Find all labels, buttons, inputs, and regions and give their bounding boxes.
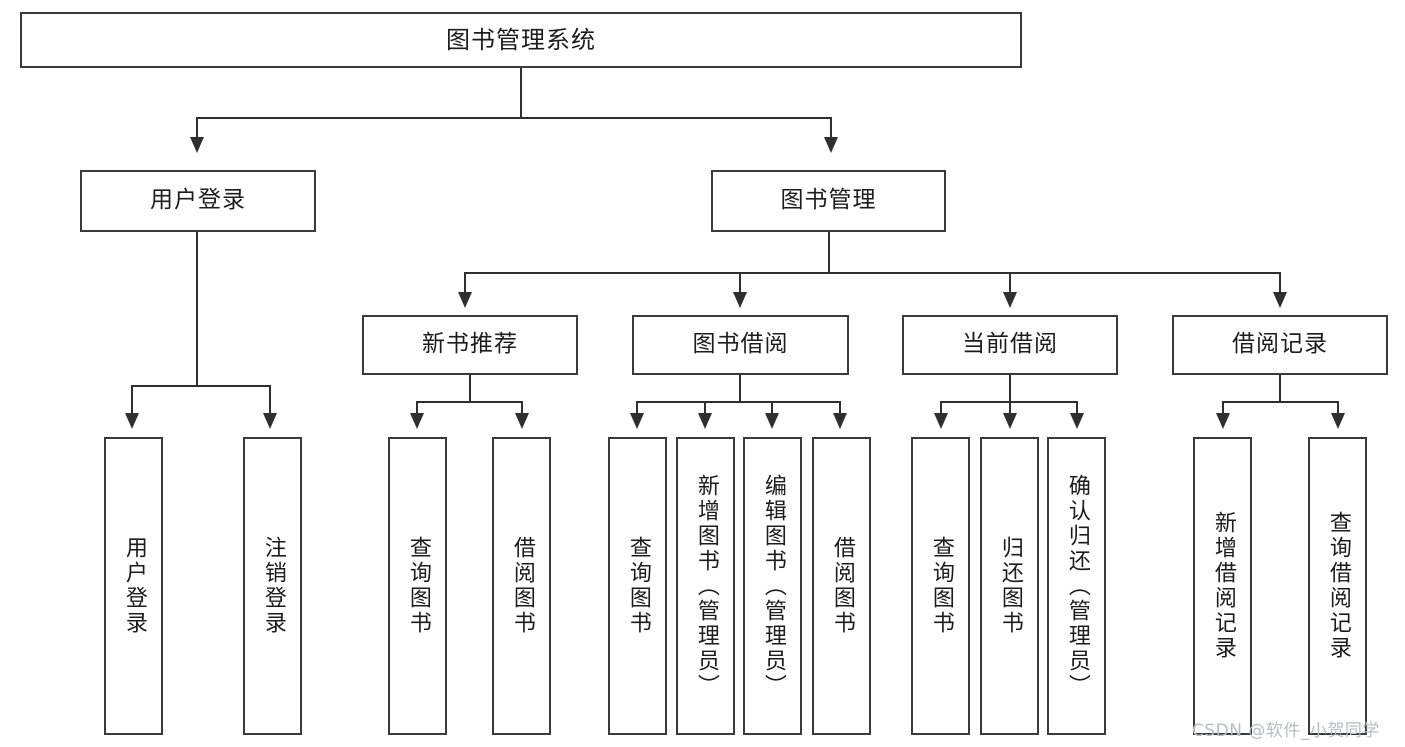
arrow-user-login-leaf-1	[125, 413, 139, 429]
connector-user-login-bus	[131, 385, 271, 388]
node-borrow-record[interactable]: 借阅记录	[1172, 315, 1388, 375]
arrow-to-borrow-record	[1273, 292, 1287, 308]
leaf-user-login-login[interactable]: 用户登录	[104, 437, 163, 735]
connector-borrow-record-leaf-1	[1222, 401, 1225, 415]
connector-book-borrow-leaf-4	[839, 401, 842, 415]
leaf-user-login-logout[interactable]: 注销登录	[243, 437, 302, 735]
arrow-book-borrow-leaf-1	[630, 413, 644, 429]
leaf-borrow-record-add[interactable]: 新增借阅记录	[1193, 437, 1252, 735]
connector-book-manage-stem	[828, 232, 831, 273]
leaf-current-borrow-query[interactable]: 查询图书	[911, 437, 970, 735]
connector-borrow-record-stem	[1279, 375, 1282, 403]
connector-to-book-borrow	[739, 272, 742, 294]
node-label: 图书管理系统	[446, 25, 596, 54]
leaf-current-borrow-return[interactable]: 归还图书	[980, 437, 1039, 735]
connector-borrow-record-leaf-2	[1337, 401, 1340, 415]
leaf-new-book-borrow[interactable]: 借阅图书	[492, 437, 551, 735]
arrow-new-book-leaf-2	[515, 413, 529, 429]
arrow-borrow-record-leaf-2	[1331, 413, 1345, 429]
connector-current-borrow-stem	[1009, 375, 1012, 403]
connector-to-user-login	[196, 117, 199, 139]
leaf-borrow-record-query[interactable]: 查询借阅记录	[1308, 437, 1367, 735]
arrow-book-borrow-leaf-3	[765, 413, 779, 429]
leaf-label: 编辑图书（管理员）	[760, 473, 786, 699]
connector-root-stem	[520, 68, 523, 118]
leaf-new-book-query[interactable]: 查询图书	[388, 437, 447, 735]
connector-book-borrow-leaf-1	[636, 401, 639, 415]
connector-current-borrow-bus	[940, 401, 1077, 404]
arrow-to-user-login	[190, 137, 204, 153]
leaf-label: 查询图书	[405, 536, 431, 636]
node-label: 图书管理	[780, 187, 877, 214]
arrow-to-current-borrow	[1003, 292, 1017, 308]
arrow-current-borrow-leaf-1	[934, 413, 948, 429]
leaf-book-borrow-edit[interactable]: 编辑图书（管理员）	[743, 437, 802, 735]
leaf-label: 查询借阅记录	[1325, 511, 1351, 661]
connector-book-borrow-leaf-3	[771, 401, 774, 415]
leaf-label: 用户登录	[121, 536, 147, 636]
leaf-label: 注销登录	[260, 536, 286, 636]
connector-new-book-leaf-1	[416, 401, 419, 415]
connector-current-borrow-leaf-2	[1009, 401, 1012, 415]
connector-to-borrow-record	[1279, 272, 1282, 294]
arrow-user-login-leaf-2	[263, 413, 277, 429]
leaf-label: 查询图书	[928, 536, 954, 636]
leaf-book-borrow-borrow[interactable]: 借阅图书	[812, 437, 871, 735]
arrow-borrow-record-leaf-1	[1216, 413, 1230, 429]
node-root-system[interactable]: 图书管理系统	[20, 12, 1022, 68]
node-book-management[interactable]: 图书管理	[711, 170, 946, 232]
node-label: 用户登录	[150, 187, 246, 214]
node-label: 借阅记录	[1232, 331, 1328, 358]
connector-book-borrow-stem	[739, 375, 742, 403]
node-label: 图书借阅	[692, 331, 789, 358]
connector-user-login-stem	[196, 232, 199, 387]
leaf-label: 借阅图书	[829, 536, 855, 636]
node-label: 新书推荐	[422, 331, 518, 358]
connector-to-book-manage	[830, 117, 833, 139]
connector-to-new-book	[464, 272, 467, 294]
connector-new-book-stem	[469, 375, 472, 403]
arrow-to-book-manage	[824, 137, 838, 153]
arrow-current-borrow-leaf-2	[1003, 413, 1017, 429]
node-label: 当前借阅	[962, 331, 1058, 358]
connector-current-borrow-leaf-3	[1076, 401, 1079, 415]
node-book-borrow[interactable]: 图书借阅	[632, 315, 849, 375]
connector-new-book-leaf-2	[521, 401, 524, 415]
connector-to-current-borrow	[1009, 272, 1012, 294]
leaf-label: 确认归还（管理员）	[1064, 473, 1090, 699]
node-new-book-recommend[interactable]: 新书推荐	[362, 315, 578, 375]
arrow-to-book-borrow	[733, 292, 747, 308]
leaf-label: 新增借阅记录	[1210, 511, 1236, 661]
leaf-book-borrow-query[interactable]: 查询图书	[608, 437, 667, 735]
arrow-book-borrow-leaf-2	[698, 413, 712, 429]
connector-level3-bus	[464, 272, 1280, 275]
leaf-label: 查询图书	[625, 536, 651, 636]
connector-book-borrow-leaf-2	[704, 401, 707, 415]
connector-current-borrow-leaf-1	[940, 401, 943, 415]
leaf-book-borrow-add[interactable]: 新增图书（管理员）	[676, 437, 735, 735]
arrow-book-borrow-leaf-4	[833, 413, 847, 429]
leaf-label: 归还图书	[997, 536, 1023, 636]
connector-user-login-leaf-1	[131, 385, 134, 415]
connector-user-login-leaf-2	[269, 385, 272, 415]
connector-new-book-bus	[416, 401, 523, 404]
leaf-current-borrow-confirm[interactable]: 确认归还（管理员）	[1047, 437, 1106, 735]
arrow-current-borrow-leaf-3	[1070, 413, 1084, 429]
connector-borrow-record-bus	[1222, 401, 1339, 404]
arrow-new-book-leaf-1	[410, 413, 424, 429]
node-user-login[interactable]: 用户登录	[80, 170, 316, 232]
arrow-to-new-book	[458, 292, 472, 308]
connector-book-borrow-bus	[636, 401, 841, 404]
connector-level2-bus	[196, 117, 832, 120]
leaf-label: 借阅图书	[509, 536, 535, 636]
leaf-label: 新增图书（管理员）	[693, 473, 719, 699]
node-current-borrow[interactable]: 当前借阅	[902, 315, 1118, 375]
